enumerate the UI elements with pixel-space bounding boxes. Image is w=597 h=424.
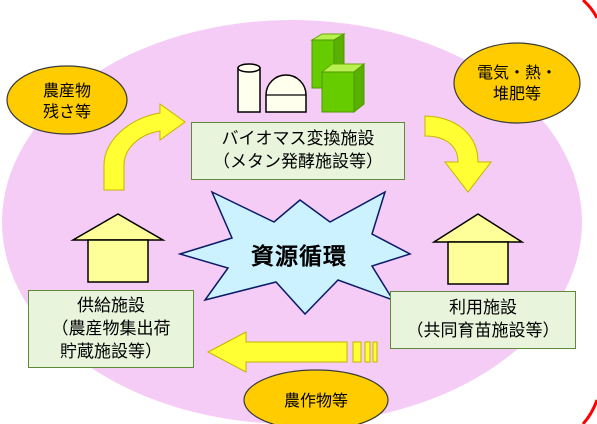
inputs-oval — [6, 65, 128, 135]
outputs-oval — [453, 42, 581, 124]
user-house-icon — [431, 213, 525, 285]
arrow-tail-stripe-2 — [364, 341, 371, 363]
supply-facility-subtitle-2: 貯蔵施設等） — [60, 341, 162, 362]
crops-oval — [243, 369, 389, 424]
supply-facility-title: 供給施設 — [77, 295, 145, 316]
user-facility-subtitle: （共同育苗施設等） — [406, 321, 560, 341]
arrow-inputs-to-biomass — [103, 103, 186, 191]
arrow-tail-stripe-1 — [352, 341, 362, 363]
arrow-biomass-to-user — [424, 115, 493, 193]
supply-facility-subtitle-1: （農産物集出荷 — [51, 318, 171, 339]
biomass-facility-subtitle: （メタン発酵施設等） — [213, 152, 383, 172]
resource-cycle-starburst — [177, 190, 412, 316]
corner-accent-top-right — [581, 0, 597, 19]
biomass-facility-icon — [237, 33, 366, 114]
user-facility-box: 利用施設 （共同育苗施設等） — [390, 291, 576, 349]
supply-house-icon — [70, 213, 166, 283]
arrow-user-to-supply — [206, 331, 348, 373]
arrow-tail-stripe-3 — [372, 341, 378, 363]
center-label: 資源循環 — [251, 244, 347, 270]
supply-facility-box: 供給施設 （農産物集出荷 貯蔵施設等） — [28, 290, 194, 368]
biomass-facility-title: バイオマス変換施設 — [221, 129, 375, 149]
biomass-facility-box: バイオマス変換施設 （メタン発酵施設等） — [191, 122, 405, 180]
corner-accent-bottom-right — [581, 399, 597, 424]
user-facility-title: 利用施設 — [449, 298, 517, 318]
